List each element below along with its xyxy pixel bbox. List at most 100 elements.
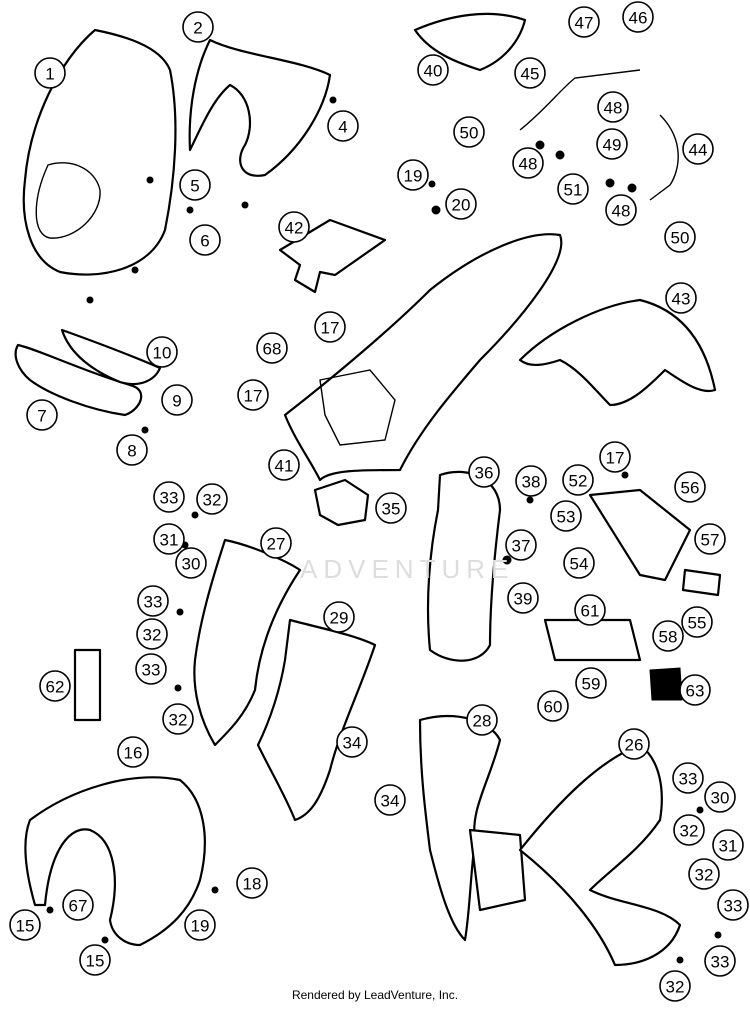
callout-circle (688, 858, 720, 890)
callout-number: 32 (203, 491, 222, 510)
part-26-side-panel-right (518, 743, 682, 967)
callout-circle (550, 500, 582, 532)
callout-circle (256, 332, 288, 364)
callout-number: 26 (625, 736, 644, 755)
callout-circle (704, 945, 736, 977)
callout-circle (597, 91, 629, 123)
callout-number: 10 (153, 344, 172, 363)
callout-7: 7 (26, 399, 58, 431)
callout-number: 1 (45, 65, 54, 84)
part-52-plate-bracket (588, 488, 692, 582)
callout-circle (79, 944, 111, 976)
callout-number: 19 (191, 917, 210, 936)
callout-32: 32 (688, 858, 720, 890)
callout-circle (712, 829, 744, 861)
part-1-headlight-opening (35, 162, 101, 239)
callout-33: 33 (672, 762, 704, 794)
callout-circle (336, 726, 368, 758)
callout-number: 6 (200, 232, 209, 251)
callout-number: 20 (452, 196, 471, 215)
callout-number: 30 (182, 555, 201, 574)
callout-10: 10 (146, 336, 178, 368)
callout-circle (268, 449, 300, 481)
part-2-headlight-frame (188, 38, 332, 177)
callout-37: 37 (505, 529, 537, 561)
callout-17: 17 (599, 441, 631, 473)
callout-32: 32 (196, 483, 228, 515)
callout-43: 43 (665, 282, 697, 314)
callout-47: 47 (568, 6, 600, 38)
part-29-shroud (256, 618, 377, 822)
callout-circle (135, 653, 167, 685)
callout-number: 53 (557, 508, 576, 527)
callout-circle (161, 384, 193, 416)
callout-circle (704, 781, 736, 813)
callout-33: 33 (153, 481, 185, 513)
callout-labels: 1245678910151516171717181919202627282930… (9, 1, 749, 1002)
callout-number: 33 (144, 593, 163, 612)
part-62-reflector (649, 667, 683, 701)
part-41-rear-fender (283, 233, 563, 482)
callout-number: 62 (46, 678, 65, 697)
part-42-pad (278, 218, 387, 294)
callout-36: 36 (468, 456, 500, 488)
callout-6: 6 (189, 224, 221, 256)
callout-number: 43 (672, 290, 691, 309)
callout-34: 34 (336, 726, 368, 758)
part-9-spoiler-trim (60, 328, 162, 386)
callout-48: 48 (597, 91, 629, 123)
callout-15: 15 (9, 909, 41, 941)
callout-number: 2 (193, 19, 202, 38)
callout-48: 48 (605, 194, 637, 226)
callout-number: 5 (190, 177, 199, 196)
callout-circle (575, 667, 607, 699)
part-63-plate-frame (543, 618, 642, 662)
callout-16: 16 (117, 736, 149, 768)
callout-number: 55 (688, 614, 707, 633)
callout-circle (618, 728, 650, 760)
callout-circle (237, 379, 269, 411)
callout-58: 58 (652, 620, 684, 652)
callout-15: 15 (79, 944, 111, 976)
part-41-airbox (319, 369, 396, 446)
callout-number: 33 (160, 489, 179, 508)
part-7-side-spoiler (14, 343, 143, 417)
callout-48: 48 (512, 147, 544, 179)
callout-62: 62 (39, 670, 71, 702)
part-28-radiator-shroud (418, 715, 502, 942)
callout-number: 35 (382, 500, 401, 519)
watermark: ADVENTURE (300, 554, 514, 584)
callout-circle (515, 465, 547, 497)
callout-number: 54 (570, 555, 589, 574)
callout-number: 60 (544, 698, 563, 717)
part-36-tank-cover (426, 470, 502, 662)
callout-circle (26, 399, 58, 431)
callout-19: 19 (184, 909, 216, 941)
callout-32: 32 (136, 618, 168, 650)
callout-number: 15 (86, 952, 105, 971)
callout-circle (146, 336, 178, 368)
callout-number: 32 (680, 822, 699, 841)
callout-54: 54 (563, 547, 595, 579)
callout-number: 50 (671, 229, 690, 248)
callout-number: 33 (724, 897, 743, 916)
callout-circle (278, 211, 310, 243)
callout-circle (681, 606, 713, 638)
callout-number: 57 (701, 531, 720, 550)
callout-38: 38 (515, 465, 547, 497)
callout-number: 47 (575, 14, 594, 33)
callout-circle (599, 441, 631, 473)
callout-31: 31 (153, 523, 185, 555)
callout-41: 41 (268, 449, 300, 481)
callout-number: 68 (263, 340, 282, 359)
callout-circle (679, 674, 711, 706)
callout-circle (375, 492, 407, 524)
callout-49: 49 (596, 128, 628, 160)
callout-circle (236, 867, 268, 899)
callout-27: 27 (260, 527, 292, 559)
callout-50: 50 (664, 221, 696, 253)
callout-44: 44 (682, 133, 714, 165)
callout-circle (179, 169, 211, 201)
callout-circle (557, 173, 589, 205)
callout-circle (196, 483, 228, 515)
